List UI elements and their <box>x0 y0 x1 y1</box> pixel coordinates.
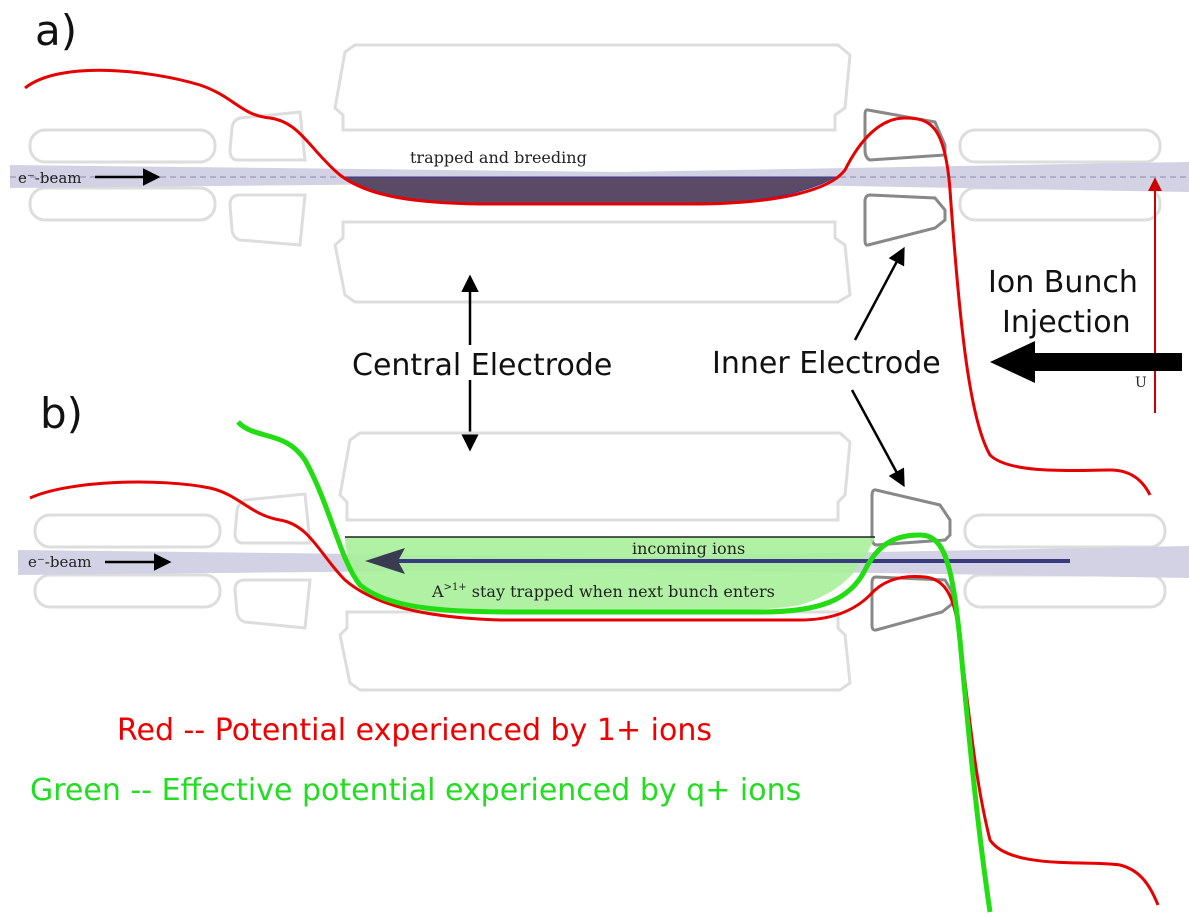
outer-electrode-b-bottom-left <box>33 573 222 609</box>
panel-a-label: a) <box>35 6 77 55</box>
legend-red: Red -- Potential experienced by 1+ ions <box>117 713 712 748</box>
beam-label-b: e⁻-beam <box>28 553 92 571</box>
middle-labels: Central Electrode Inner Electrode Ion Bu… <box>352 246 1182 488</box>
injection-label-line1: Ion Bunch <box>988 265 1138 300</box>
legend-green: Green -- Effective potential experienced… <box>30 773 801 808</box>
stay-trapped-charge: >1+ <box>444 582 467 593</box>
panel-a: e⁻-beam trapped and breeding a) U <box>10 6 1189 496</box>
trapped-label: trapped and breeding <box>410 148 587 167</box>
central-electrode-bottom <box>333 220 852 304</box>
beam-label-a: e⁻-beam <box>18 169 82 187</box>
inner-electrode-a-top <box>863 108 947 162</box>
intermediate-electrode-bottom <box>228 193 307 247</box>
central-electrode-top <box>333 43 852 132</box>
central-electrode-b-top <box>338 431 852 522</box>
injection-arrow <box>990 341 1182 383</box>
outer-electrode-b-top-right <box>963 513 1167 549</box>
intermediate-electrode-b-bottom <box>233 578 312 630</box>
outer-electrode-bottom-left <box>28 186 217 222</box>
injection-label-line2: Injection <box>1002 305 1131 340</box>
outer-electrode-top-right <box>958 128 1162 164</box>
panel-a-electrodes <box>28 43 1162 304</box>
inner-electrode-a-bottom <box>863 193 947 247</box>
stay-trapped-species: A <box>431 582 444 601</box>
intermediate-electrode-top <box>228 110 307 162</box>
potential-curve-red-a <box>24 68 1152 496</box>
u-axis-label: U <box>1135 375 1147 391</box>
panel-b: b) e⁻-beam incoming ions A>1 <box>18 389 1189 913</box>
incoming-ions-label: incoming ions <box>632 539 745 558</box>
legend: Red -- Potential experienced by 1+ ions … <box>30 713 801 808</box>
outer-electrode-b-top-left <box>33 513 222 549</box>
inner-electrode-b-bottom <box>870 575 954 632</box>
outer-electrode-bottom-right <box>958 186 1162 222</box>
inner-electrode-label: Inner Electrode <box>712 346 941 381</box>
potential-curve-green <box>236 420 993 913</box>
stay-trapped-label: A>1+ stay trapped when next bunch enters <box>431 582 775 601</box>
ion-bunch-fill <box>345 537 875 612</box>
outer-electrode-top-left <box>28 128 217 164</box>
potential-curve-red-b <box>29 480 1160 906</box>
panel-a-inner-electrodes <box>863 108 947 247</box>
stay-trapped-text: stay trapped when next bunch enters <box>467 582 775 601</box>
inner-electrode-arrow-down <box>850 389 905 488</box>
central-electrode-b-bottom <box>338 610 852 692</box>
panel-b-label: b) <box>40 389 83 438</box>
outer-electrode-b-bottom-right <box>963 573 1167 609</box>
central-electrode-label: Central Electrode <box>352 348 612 383</box>
incoming-ions-arrowhead <box>365 548 405 574</box>
inner-electrode-arrow-up <box>853 246 905 341</box>
